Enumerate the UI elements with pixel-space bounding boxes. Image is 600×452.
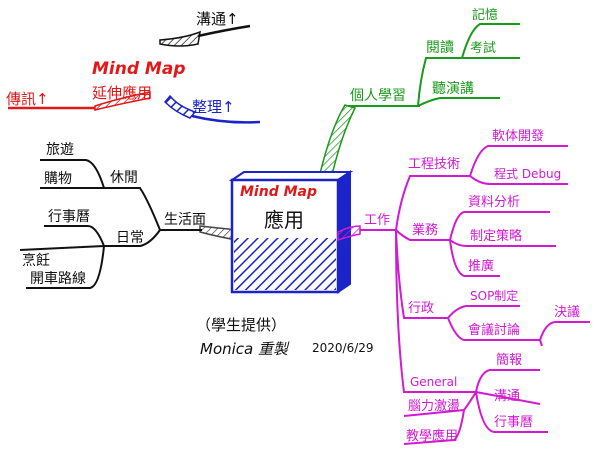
extension-item-message: 傳訊↑ bbox=[6, 90, 49, 108]
life-branch: 生活面 休閒 旅遊 購物 日常 行事曆 烹飪 開車路線 bbox=[19, 142, 239, 289]
connector-black-line bbox=[197, 24, 251, 38]
engineering-item-software: 軟体開發 bbox=[492, 128, 544, 144]
general-item-presentation: 簡報 bbox=[496, 353, 522, 368]
personal-fork bbox=[417, 57, 500, 107]
extension-item-organize: 整理↑ bbox=[192, 98, 235, 116]
personal-label: 個人學習 bbox=[350, 88, 406, 104]
daily-item-cooking: 烹飪 bbox=[22, 252, 50, 269]
note-author: Monica 重製 bbox=[200, 340, 290, 358]
credit-note: （學生提供） Monica 重製 2020/6/29 bbox=[196, 316, 374, 358]
work-branch: 工作 工程技術 軟体開發 程式 Debug 業務 資料分析 制定策略 推廣 行政… bbox=[337, 128, 590, 445]
extension-subtitle: 延伸應用 bbox=[92, 84, 152, 102]
daily-item-calendar: 行事曆 bbox=[48, 209, 90, 225]
work-spine bbox=[395, 175, 476, 393]
personal-branch: 個人學習 閱讀 記憶 考試 聽演講 bbox=[317, 7, 520, 185]
connector-red bbox=[94, 91, 151, 111]
leisure-item-travel: 旅遊 bbox=[46, 142, 74, 158]
general-left-teaching: 教學應用 bbox=[406, 428, 458, 444]
center-subtitle: 應用 bbox=[264, 208, 304, 232]
center-box-hatch bbox=[234, 238, 336, 290]
leisure-fork bbox=[40, 159, 105, 189]
note-source: （學生提供） bbox=[196, 316, 286, 334]
general-left-brainstorm: 腦力激盪 bbox=[408, 399, 460, 414]
admin-fork bbox=[447, 305, 540, 341]
business-item-promotion: 推廣 bbox=[468, 259, 494, 274]
connector-black bbox=[159, 30, 201, 47]
leisure-item-shopping: 購物 bbox=[44, 171, 72, 187]
general-item-communicate: 溝通 bbox=[494, 389, 520, 404]
extension-title: Mind Map bbox=[92, 59, 186, 79]
extension-branch: Mind Map 延伸應用 溝通↑ 傳訊↑ 整理↑ bbox=[6, 10, 261, 124]
life-fork bbox=[104, 187, 161, 247]
leisure-label: 休閒 bbox=[110, 170, 138, 186]
note-date: 2020/6/29 bbox=[312, 341, 374, 355]
reading-label: 閱讀 bbox=[426, 40, 454, 56]
business-item-strategy: 制定策略 bbox=[470, 228, 522, 244]
daily-label: 日常 bbox=[116, 230, 144, 246]
admin-item-meeting: 會議討論 bbox=[468, 322, 520, 338]
connector-blue bbox=[163, 94, 197, 119]
life-connector bbox=[199, 225, 239, 241]
business-fork bbox=[449, 211, 556, 277]
lecture-label: 聽演講 bbox=[432, 81, 474, 97]
center-node: Mind Map 應用 bbox=[228, 170, 354, 294]
business-label: 業務 bbox=[412, 222, 438, 238]
extension-item-communicate: 溝通↑ bbox=[196, 10, 239, 28]
decision-link bbox=[539, 321, 590, 347]
life-label: 生活面 bbox=[164, 212, 206, 228]
admin-decision: 決議 bbox=[554, 305, 580, 320]
center-title: Mind Map bbox=[240, 184, 317, 200]
daily-item-driving: 開車路線 bbox=[30, 270, 86, 287]
reading-fork bbox=[461, 23, 520, 59]
business-item-analysis: 資料分析 bbox=[468, 195, 520, 210]
work-connector bbox=[337, 225, 361, 242]
general-label: General bbox=[410, 375, 457, 389]
reading-item-memory: 記憶 bbox=[472, 7, 498, 23]
engineering-fork bbox=[469, 145, 568, 185]
general-left-fork bbox=[403, 391, 477, 445]
daily-fork bbox=[19, 225, 105, 289]
admin-item-sop: SOP制定 bbox=[470, 288, 518, 303]
admin-label: 行政 bbox=[408, 301, 434, 316]
general-fork bbox=[475, 369, 548, 433]
general-item-calendar: 行事曆 bbox=[494, 415, 533, 430]
connector-blue-line bbox=[191, 114, 261, 124]
work-label: 工作 bbox=[364, 213, 390, 228]
engineering-item-debug: 程式 Debug bbox=[494, 166, 561, 181]
reading-item-exam: 考試 bbox=[470, 40, 496, 56]
engineering-label: 工程技術 bbox=[408, 157, 460, 172]
